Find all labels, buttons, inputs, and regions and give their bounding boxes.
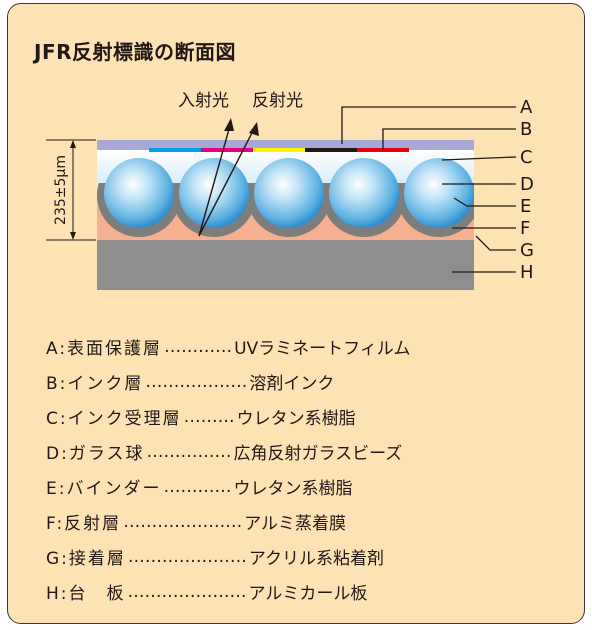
- legend-row-e: E:バインダー ………… ウレタン系樹脂: [46, 476, 353, 500]
- leader-lines: [341, 106, 517, 273]
- letter-e: E: [520, 196, 531, 217]
- reflected-light-label: 反射光: [252, 91, 303, 111]
- letter-c: C: [520, 147, 533, 168]
- legend-row-c: C:インク受理層 ……… ウレタン系樹脂: [46, 406, 356, 430]
- layer-h-base-plate: [97, 240, 474, 290]
- legend-row-d: D:ガラス球 …………… 広角反射ガラスビーズ: [46, 441, 403, 465]
- letter-a: A: [520, 97, 533, 118]
- light-rays: [198, 118, 259, 237]
- layer-b-ink: [149, 148, 409, 152]
- letter-h: H: [520, 262, 534, 283]
- thickness-dimension: [46, 139, 96, 241]
- legend-row-a: A:表面保護層 ………… UVラミネートフィルム: [46, 336, 411, 360]
- layer-d-glass-beads: [104, 158, 474, 228]
- letter-d: D: [520, 174, 534, 195]
- letter-f: F: [520, 218, 530, 239]
- letter-b: B: [520, 119, 532, 140]
- cross-section-diagram: 入射光 反射光 235±5μm A B C D E F G H: [46, 91, 534, 290]
- diagram-title: JFR反射標識の断面図: [34, 40, 237, 64]
- incident-light-label: 入射光: [178, 91, 229, 111]
- legend: A:表面保護層 ………… UVラミネートフィルム B:インク層 ……………… 溶…: [46, 329, 410, 609]
- legend-row-h: H:台 板 ………………… アルミカール板: [46, 581, 368, 605]
- layer-letters: A B C D E F G H: [520, 97, 534, 283]
- letter-g: G: [520, 240, 534, 261]
- thickness-label: 235±5μm: [53, 155, 69, 225]
- legend-row-b: B:インク層 ……………… 溶剤インク: [46, 371, 335, 395]
- legend-row-g: G:接着層 ………………… アクリル系粘着剤: [46, 546, 385, 570]
- layer-a-surface-protection: [97, 140, 474, 150]
- legend-row-f: F:反射層 ………………… アルミ蒸着膜: [46, 511, 347, 535]
